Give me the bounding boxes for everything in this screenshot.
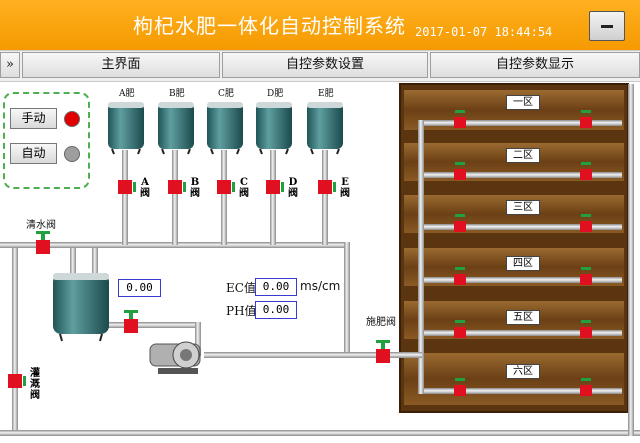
tank-b xyxy=(158,102,194,155)
zone-1-label: 一区 xyxy=(506,95,540,110)
zone-valves xyxy=(454,110,592,396)
tank-c xyxy=(207,102,243,155)
tab-param-settings[interactable]: 自控参数设置 xyxy=(222,52,428,78)
auto-indicator-light xyxy=(64,146,80,162)
tank-d xyxy=(256,102,292,155)
process-diagram xyxy=(0,83,640,436)
pump xyxy=(149,341,201,374)
zone-6-label: 六区 xyxy=(506,364,540,379)
valve-b-label: B阀 xyxy=(190,177,200,199)
zone-3-label: 三区 xyxy=(506,200,540,215)
zone-4-label: 四区 xyxy=(506,256,540,271)
ec-unit: ms/cm xyxy=(300,279,341,293)
tank-a-label: A肥 xyxy=(119,89,135,99)
valve-clean-water xyxy=(36,231,50,254)
manual-mode-button[interactable]: 手动 xyxy=(10,108,57,129)
ph-value: 0.00 xyxy=(255,301,297,319)
tank-c-label: C肥 xyxy=(218,89,234,99)
tank-level-value: 0.00 xyxy=(118,279,161,297)
valve-e xyxy=(318,180,336,194)
valve-e-label: E阀 xyxy=(340,177,350,199)
valve-b xyxy=(168,180,186,194)
valve-d xyxy=(266,180,284,194)
valve-fertilize xyxy=(376,340,390,363)
valve-c xyxy=(217,180,235,194)
valve-mix-out xyxy=(124,310,138,333)
mode-panel xyxy=(3,92,90,189)
zone-2-label: 二区 xyxy=(506,148,540,163)
tab-param-display[interactable]: 自控参数显示 xyxy=(430,52,640,78)
minimize-button[interactable] xyxy=(589,11,625,41)
field-pipes xyxy=(418,120,622,394)
tab-main[interactable]: 主界面 xyxy=(22,52,220,78)
tank-a xyxy=(108,102,144,155)
ec-label: EC值 xyxy=(226,281,256,295)
fertilize-valve-label: 施肥阀 xyxy=(366,317,396,328)
fertilizer-tanks xyxy=(108,102,343,155)
nav-scroll-left-button[interactable]: » xyxy=(0,52,20,78)
manual-indicator-light xyxy=(64,111,80,127)
zone-5-label: 五区 xyxy=(506,310,540,325)
tank-b-label: B肥 xyxy=(169,89,185,99)
valve-irrigate xyxy=(8,374,26,388)
tank-pipes xyxy=(122,150,328,245)
tank-e xyxy=(307,102,343,155)
tank-d-label: D肥 xyxy=(267,89,284,99)
field-main-pipe xyxy=(418,120,424,394)
tank-e-label: E肥 xyxy=(318,89,334,99)
auto-mode-button[interactable]: 自动 xyxy=(10,143,57,164)
ec-value: 0.00 xyxy=(255,278,297,296)
datetime-display: 2017-01-07 18:44:54 xyxy=(415,25,553,39)
mixing-tank xyxy=(53,273,109,342)
clean-water-valve-label: 清水阀 xyxy=(26,220,56,231)
ph-label: PH值 xyxy=(226,304,257,318)
valve-d-label: D阀 xyxy=(288,177,298,199)
irrigate-valve-label: 灌溉阀 xyxy=(30,368,40,401)
valve-c-label: C阀 xyxy=(239,177,249,199)
valve-a-label: A阀 xyxy=(140,177,150,199)
valve-a xyxy=(118,180,136,194)
title-bar xyxy=(0,0,640,50)
valves xyxy=(8,180,390,388)
